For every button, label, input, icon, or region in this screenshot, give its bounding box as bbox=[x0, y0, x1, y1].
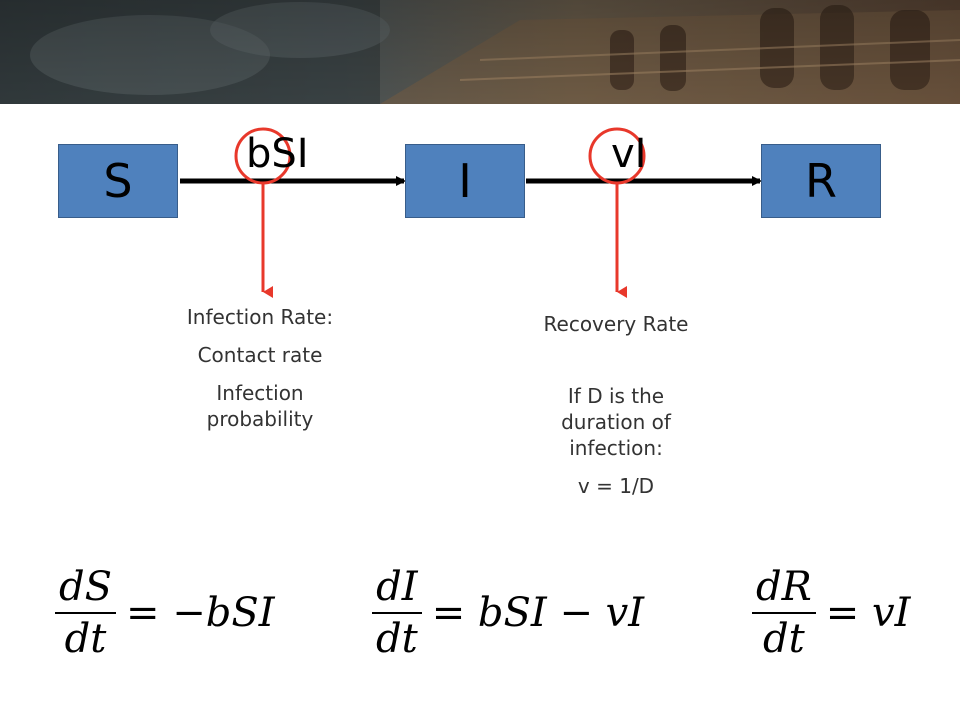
equation-ds-dt: dS dt = −bSI bbox=[55, 566, 275, 660]
fraction-di-dt: dI dt bbox=[372, 566, 422, 660]
equation-ds-rhs: = −bSI bbox=[126, 590, 275, 636]
highlight-circle-vi bbox=[588, 127, 646, 185]
compartment-s-label: S bbox=[103, 154, 133, 208]
recovery-rate-title: Recovery Rate bbox=[543, 312, 689, 336]
header-banner bbox=[0, 0, 960, 104]
duration-note: If D is the duration of infection: bbox=[561, 384, 671, 460]
compartment-i-label: I bbox=[458, 154, 472, 208]
infection-rate-title: Infection Rate: bbox=[186, 305, 334, 329]
equation-di-numerator: dI bbox=[376, 564, 418, 610]
equation-dr-numerator: dR bbox=[756, 564, 812, 610]
transition-label-vi: vI bbox=[611, 131, 647, 177]
fraction-bar bbox=[752, 612, 816, 614]
equation-dr-dt: dR dt = vI bbox=[752, 566, 910, 660]
infection-probability: Infection probability bbox=[206, 381, 314, 431]
transition-label-bsi: bSI bbox=[246, 131, 309, 177]
infection-notes: Infection Rate: Contact rate Infection p… bbox=[150, 304, 370, 444]
equation-dr-rhs: = vI bbox=[825, 590, 911, 636]
fraction-ds-dt: dS dt bbox=[55, 564, 117, 662]
equation-dr-denominator: dt bbox=[763, 616, 805, 662]
infection-contact-rate: Contact rate bbox=[197, 343, 323, 367]
equation-di-denominator: dt bbox=[376, 616, 418, 662]
compartment-i: I bbox=[405, 144, 525, 218]
equation-ds-denominator: dt bbox=[64, 616, 107, 662]
banner-image bbox=[0, 0, 960, 104]
v-formula: v = 1/D bbox=[577, 474, 655, 498]
fraction-bar bbox=[55, 612, 117, 614]
equation-di-rhs: = bSI − vI bbox=[431, 590, 645, 636]
compartment-r: R bbox=[761, 144, 881, 218]
compartment-s: S bbox=[58, 144, 178, 218]
fraction-dr-dt: dR dt bbox=[752, 566, 816, 660]
highlight-circle-bsi bbox=[234, 127, 292, 185]
recovery-notes: Recovery Rate If D is the duration of in… bbox=[506, 311, 726, 511]
fraction-bar bbox=[372, 612, 422, 614]
equation-ds-numerator: dS bbox=[59, 564, 113, 610]
compartment-r-label: R bbox=[805, 154, 837, 208]
equation-di-dt: dI dt = bSI − vI bbox=[372, 566, 644, 660]
